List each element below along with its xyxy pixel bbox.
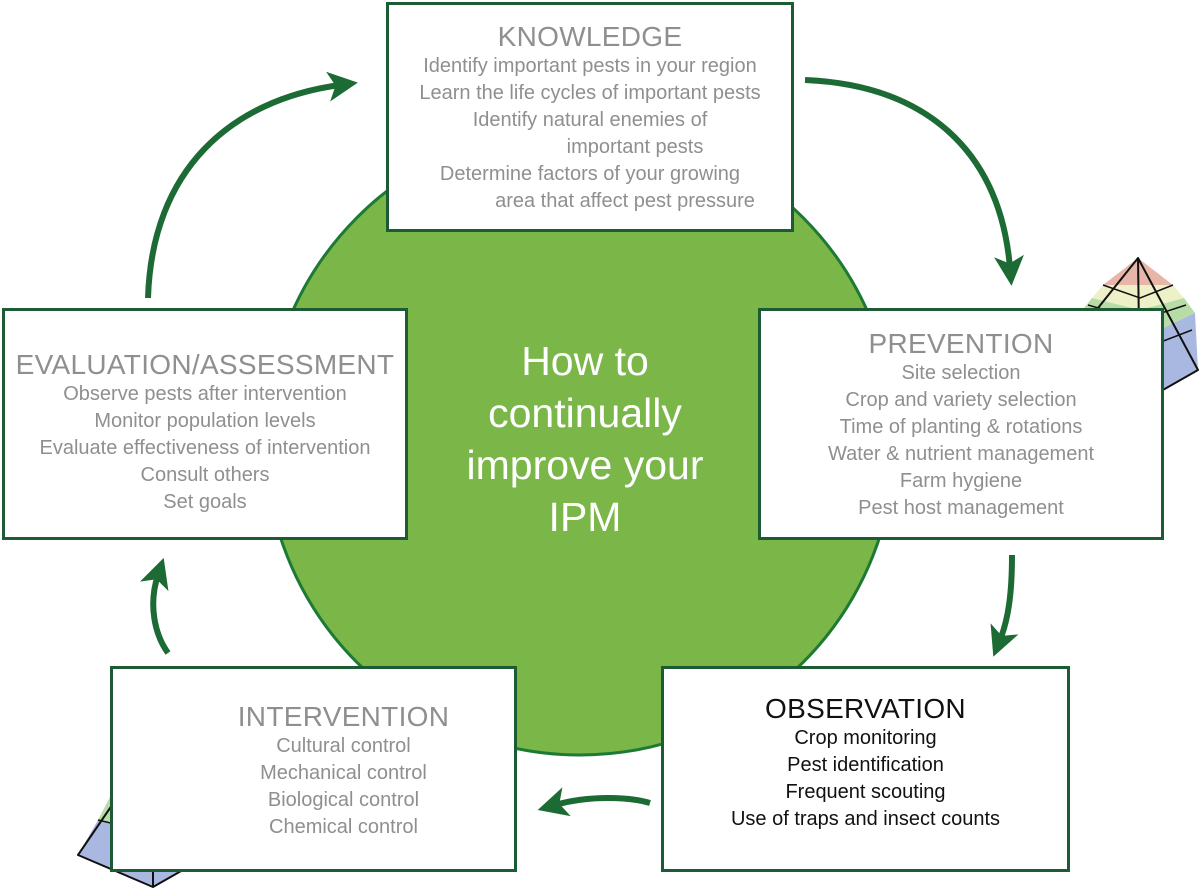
intervention-item: Chemical control <box>269 816 418 838</box>
observation-item: Crop monitoring <box>794 727 937 749</box>
prevention-item: Time of planting & rotations <box>839 416 1083 438</box>
prevention-item: Site selection <box>901 362 1021 384</box>
knowledge-item: Identify important pests in your region <box>423 55 757 77</box>
observation-box: OBSERVATION Crop monitoring Pest identif… <box>661 666 1070 872</box>
arrow-evaluation-to-knowledge <box>145 71 358 299</box>
prevention-item: Crop and variety selection <box>845 389 1077 411</box>
arrow-prevention-to-observation <box>990 554 1019 657</box>
arrow-knowledge-to-prevention <box>804 77 1024 286</box>
knowledge-title: KNOWLEDGE <box>497 21 683 52</box>
knowledge-item: important pests <box>566 136 704 158</box>
evaluation-item: Evaluate effectiveness of intervention <box>39 437 371 459</box>
prevention-title: PREVENTION <box>868 328 1054 359</box>
center-title-line: continually <box>488 390 682 436</box>
prevention-item: Farm hygiene <box>899 470 1023 492</box>
intervention-box: INTERVENTION Cultural control Mechanical… <box>110 666 517 872</box>
knowledge-item: Identify natural enemies of <box>472 109 708 131</box>
intervention-item: Cultural control <box>276 735 411 757</box>
arrow-observation-to-intervention <box>537 787 651 817</box>
center-title-line: IPM <box>548 494 622 540</box>
knowledge-item: area that affect pest pressure <box>495 190 755 212</box>
observation-item: Use of traps and insect counts <box>730 808 1001 830</box>
prevention-item: Pest host management <box>858 497 1064 519</box>
center-title-line: improve your <box>466 442 704 488</box>
observation-title: OBSERVATION <box>765 693 966 724</box>
intervention-title: INTERVENTION <box>237 701 450 732</box>
observation-item: Frequent scouting <box>785 781 946 803</box>
evaluation-item: Observe pests after intervention <box>63 383 347 405</box>
evaluation-item: Consult others <box>140 464 270 486</box>
knowledge-item: Determine factors of your growing <box>439 163 741 185</box>
arrow-intervention-to-evaluation <box>139 557 171 655</box>
knowledge-box: KNOWLEDGE Identify important pests in yo… <box>386 2 794 232</box>
intervention-item: Mechanical control <box>260 762 427 784</box>
prevention-box: PREVENTION Site selection Crop and varie… <box>758 308 1164 540</box>
evaluation-item: Set goals <box>163 491 247 513</box>
observation-item: Pest identification <box>787 754 944 776</box>
knowledge-item: Learn the life cycles of important pests <box>419 82 761 104</box>
center-title: How to continually improve your IPM <box>420 335 750 543</box>
center-title-line: How to <box>521 338 649 384</box>
evaluation-box: EVALUATION/ASSESSMENT Observe pests afte… <box>2 308 408 540</box>
prevention-item: Water & nutrient management <box>827 443 1095 465</box>
evaluation-title: EVALUATION/ASSESSMENT <box>15 349 395 380</box>
evaluation-item: Monitor population levels <box>94 410 316 432</box>
intervention-item: Biological control <box>267 789 420 811</box>
